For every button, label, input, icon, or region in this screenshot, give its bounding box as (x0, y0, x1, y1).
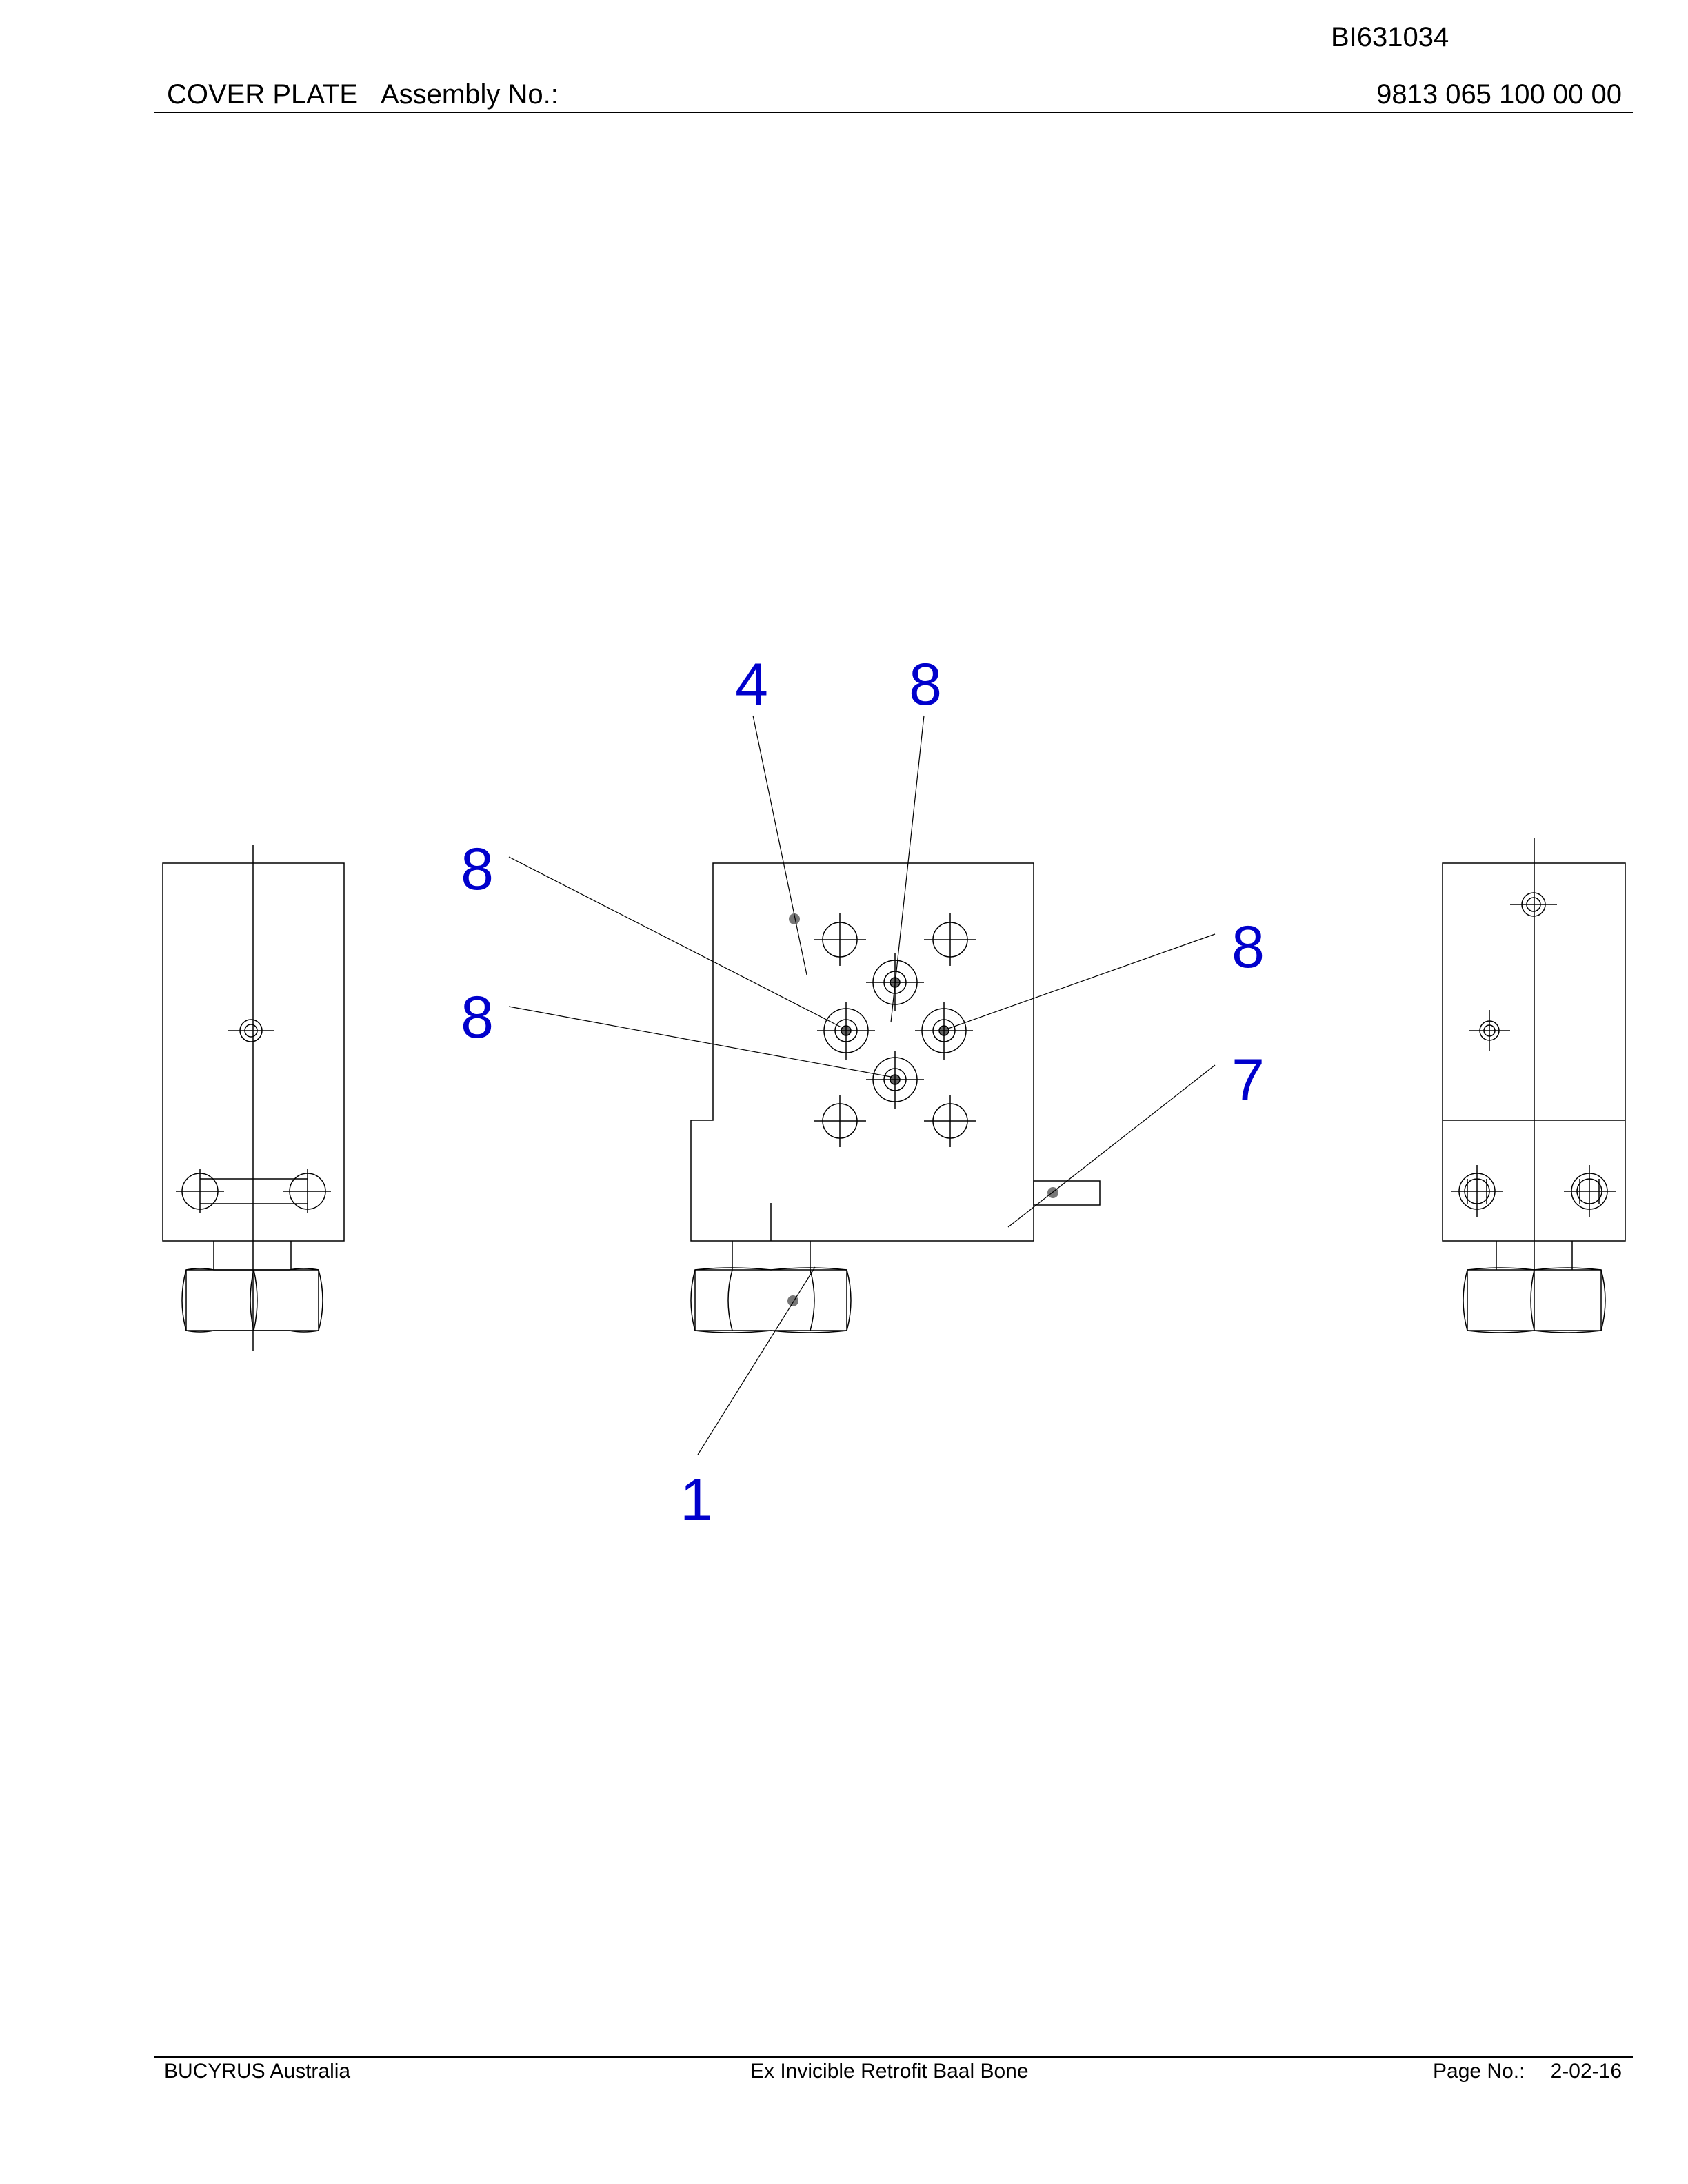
callout-item-7: 7 (1232, 1047, 1265, 1113)
left-side-view (162, 845, 345, 1351)
front-view-holes (814, 913, 976, 1147)
callout-item-8-right: 8 (1232, 914, 1265, 980)
company-name: BUCYRUS Australia (164, 2060, 351, 2083)
assembly-number: 9813 065 100 00 00 (1376, 79, 1622, 110)
callouts: 4 8 8 8 8 7 1 (461, 651, 1265, 1533)
front-view (690, 862, 1101, 1333)
footer-rule (154, 2056, 1633, 2058)
header-rule (154, 112, 1633, 113)
drawing-title: COVER PLATE (167, 79, 359, 110)
machine-name: Ex Invicible Retrofit Baal Bone (750, 2060, 1029, 2083)
callout-item-8-left-upper: 8 (461, 836, 494, 902)
assembly-label: Assembly No.: (381, 79, 559, 110)
page-number: 2-02-16 (1550, 2060, 1622, 2083)
callout-item-8-top: 8 (909, 651, 942, 718)
leader-lines (508, 715, 1216, 1455)
callout-item-8-left-lower: 8 (461, 984, 494, 1051)
callout-item-4: 4 (735, 651, 768, 718)
document-id: BI631034 (1331, 22, 1449, 52)
right-side-view (1442, 838, 1626, 1333)
callout-item-1: 1 (680, 1467, 713, 1533)
page-label: Page No.: (1433, 2060, 1525, 2083)
